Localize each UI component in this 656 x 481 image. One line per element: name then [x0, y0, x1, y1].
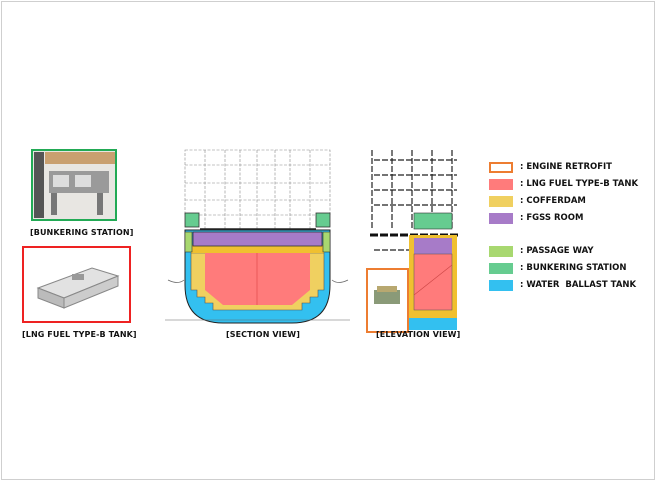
legend-passage-way: : PASSAGE WAY [489, 245, 593, 257]
lng-tank-photo [22, 246, 131, 323]
section-view-caption: [SECTION VIEW] [226, 330, 300, 339]
bunkering-station-photo [31, 149, 117, 221]
legend-swatch [489, 245, 513, 257]
legend-swatch [489, 279, 513, 291]
legend-swatch [489, 195, 513, 207]
elevation-view-drawing [366, 150, 460, 333]
legend-cofferdam: : COFFERDAM [489, 195, 586, 207]
elevation-view-caption: [ELEVATION VIEW] [376, 330, 461, 339]
bunkering-station-caption: [BUNKERING STATION] [30, 228, 134, 237]
legend-swatch [489, 178, 513, 190]
legend-water-ballast-tank: : WATER BALLAST TANK [489, 279, 636, 291]
legend-bunkering-station: : BUNKERING STATION [489, 262, 626, 274]
section-view-drawing [165, 149, 350, 324]
legend-engine-retrofit: : ENGINE RETROFIT [489, 161, 612, 173]
legend-fgss-room: : FGSS ROOM [489, 212, 583, 224]
lng-tank-caption: [LNG FUEL TYPE-B TANK] [22, 330, 137, 339]
legend-swatch [489, 262, 513, 274]
legend-swatch [489, 212, 513, 224]
legend-lng-tank: : LNG FUEL TYPE-B TANK [489, 178, 638, 190]
legend-swatch [489, 161, 513, 173]
